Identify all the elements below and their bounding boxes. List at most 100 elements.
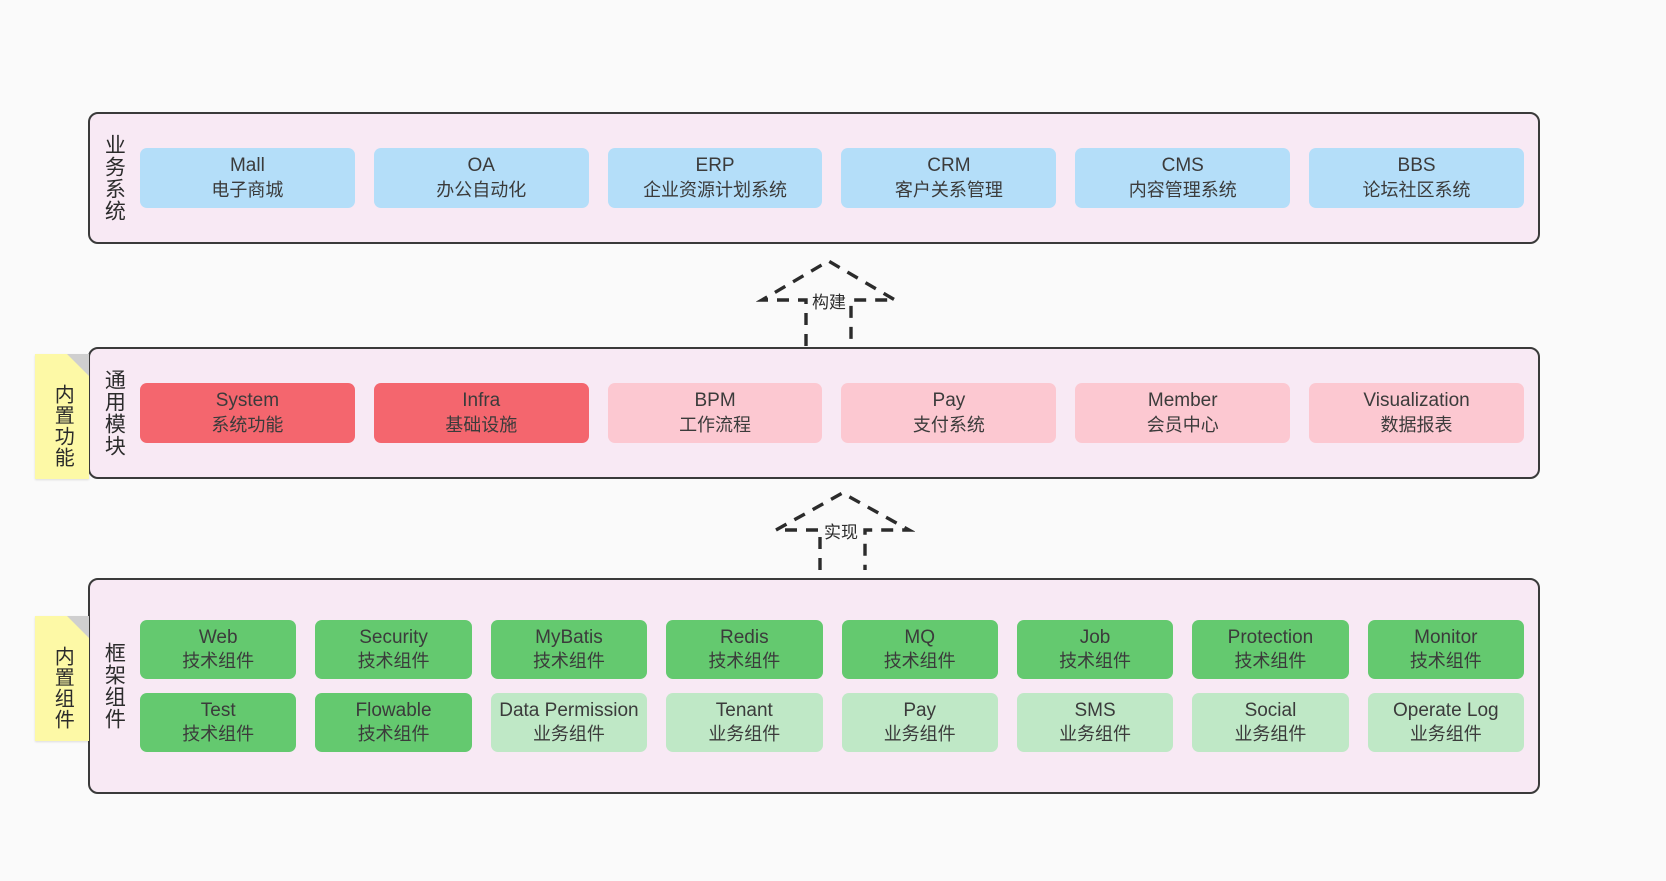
card-web[interactable]: Web 技术组件 [140,619,297,679]
card-redis[interactable]: Redis 技术组件 [666,619,823,679]
card-row: System 系统功能 Infra 基础设施 BPM 工作流程 Pay 支付系统… [140,383,1524,443]
card-subtitle: 电子商城 [211,179,284,200]
card-member[interactable]: Member 会员中心 [1075,383,1291,443]
card-subtitle: 业务组件 [1409,724,1482,745]
card-title: Test [200,700,236,721]
card-title: ERP [695,155,735,177]
card-mybatis[interactable]: MyBatis 技术组件 [490,619,648,679]
card-subtitle: 基础设施 [445,414,518,435]
layer-label-common-modules: 通用模块 [102,369,126,457]
build-arrow-icon [755,259,902,346]
card-social[interactable]: Social 业务组件 [1192,693,1349,753]
card-title: Flowable [355,700,432,721]
card-mall[interactable]: Mall 电子商城 [140,148,355,208]
card-crm[interactable]: CRM 客户关系管理 [841,148,1057,208]
sticky-fold-icon [67,354,89,376]
connector-implement-label: 实现 [822,518,860,543]
card-title: Social [1244,700,1297,721]
card-security[interactable]: Security 技术组件 [315,619,472,679]
card-job[interactable]: Job 技术组件 [1016,619,1174,679]
card-tenant[interactable]: Tenant 业务组件 [666,693,823,753]
card-protection[interactable]: Protection 技术组件 [1192,619,1349,679]
card-title: Protection [1227,626,1314,648]
card-title: CMS [1161,155,1204,177]
card-title: Security [359,626,428,648]
card-group-framework-components: Web 技术组件 Security 技术组件 MyBatis 技术组件 Redi… [136,580,1538,792]
card-subtitle: 业务组件 [1059,724,1132,745]
card-title: Infra [462,390,501,412]
card-title: BBS [1397,155,1436,177]
card-row: Mall 电子商城 OA 办公自动化 ERP 企业资源计划系统 CRM 客户关系… [140,148,1524,208]
card-row: Test 技术组件 Flowable 技术组件 Data Permission … [140,693,1524,753]
card-subtitle: 技术组件 [883,650,956,671]
sticky-fold-icon [67,616,89,638]
card-subtitle: 技术组件 [708,650,781,671]
card-subtitle: 办公自动化 [436,179,527,200]
card-mq[interactable]: MQ 技术组件 [841,619,998,679]
card-subtitle: 技术组件 [357,650,430,671]
card-subtitle: 企业资源计划系统 [643,179,788,200]
card-subtitle: 技术组件 [1409,650,1482,671]
connector-build: 构建 [755,258,902,346]
card-title: OA [467,155,495,177]
card-subtitle: 业务组件 [1234,724,1307,745]
layer-label-framework-components: 框架组件 [102,642,126,730]
layer-common-modules: 通用模块 System 系统功能 Infra 基础设施 BPM 工作流程 Pay… [88,347,1540,479]
layer-framework-components: 框架组件 Web 技术组件 Security 技术组件 MyBatis 技术组件… [88,578,1540,794]
card-system[interactable]: System 系统功能 [140,383,355,443]
card-subtitle: 业务组件 [708,724,781,745]
card-subtitle: 论坛社区系统 [1362,179,1471,200]
card-operate-log[interactable]: Operate Log 业务组件 [1367,693,1524,753]
card-title: MQ [904,626,935,648]
card-title: Pay [932,390,966,412]
card-bbs[interactable]: BBS 论坛社区系统 [1309,148,1524,208]
card-test[interactable]: Test 技术组件 [140,693,297,753]
connector-implement: 实现 [769,490,916,570]
card-data-permission[interactable]: Data Permission 业务组件 [490,693,648,753]
card-erp[interactable]: ERP 企业资源计划系统 [607,148,823,208]
card-subtitle: 内容管理系统 [1128,179,1237,200]
card-group-business-systems: Mall 电子商城 OA 办公自动化 ERP 企业资源计划系统 CRM 客户关系… [136,114,1538,242]
card-title: Member [1147,390,1218,412]
card-subtitle: 技术组件 [1059,650,1132,671]
sticky-note-label: 内置功能 [51,383,74,468]
card-subtitle: 技术组件 [182,724,255,745]
card-subtitle: 技术组件 [532,650,605,671]
card-subtitle: 系统功能 [211,414,284,435]
card-pay-business[interactable]: Pay 业务组件 [841,693,998,753]
card-title: Pay [903,700,937,721]
card-title: Job [1079,626,1111,648]
card-bpm[interactable]: BPM 工作流程 [607,383,823,443]
card-title: CRM [927,155,971,177]
card-title: Redis [720,626,769,648]
sticky-note-label: 内置组件 [51,645,74,730]
card-sms[interactable]: SMS 业务组件 [1016,693,1174,753]
card-subtitle: 业务组件 [883,724,956,745]
card-title: Operate Log [1392,700,1499,721]
card-pay[interactable]: Pay 支付系统 [841,383,1057,443]
card-infra[interactable]: Infra 基础设施 [373,383,589,443]
card-visualization[interactable]: Visualization 数据报表 [1309,383,1524,443]
layer-business-systems: 业务系统 Mall 电子商城 OA 办公自动化 ERP 企业资源计划系统 CRM… [88,112,1540,244]
card-title: Monitor [1414,626,1478,648]
card-monitor[interactable]: Monitor 技术组件 [1367,619,1524,679]
card-cms[interactable]: CMS 内容管理系统 [1075,148,1291,208]
card-oa[interactable]: OA 办公自动化 [373,148,589,208]
card-title: Visualization [1363,390,1470,412]
card-flowable[interactable]: Flowable 技术组件 [315,693,472,753]
implement-arrow-icon [769,491,916,570]
sticky-note-builtin-components: 内置组件 [35,616,89,741]
card-title: MyBatis [535,626,603,648]
connector-build-label: 构建 [810,288,848,313]
card-subtitle: 技术组件 [182,650,255,671]
sticky-note-builtin-features: 内置功能 [35,354,89,479]
card-subtitle: 数据报表 [1380,414,1453,435]
layer-label-business-systems: 业务系统 [102,134,126,222]
card-title: SMS [1074,700,1116,721]
card-subtitle: 技术组件 [1234,650,1307,671]
card-title: Data Permission [499,700,639,721]
card-subtitle: 会员中心 [1146,414,1219,435]
card-title: BPM [694,390,736,412]
card-subtitle: 客户关系管理 [894,179,1003,200]
